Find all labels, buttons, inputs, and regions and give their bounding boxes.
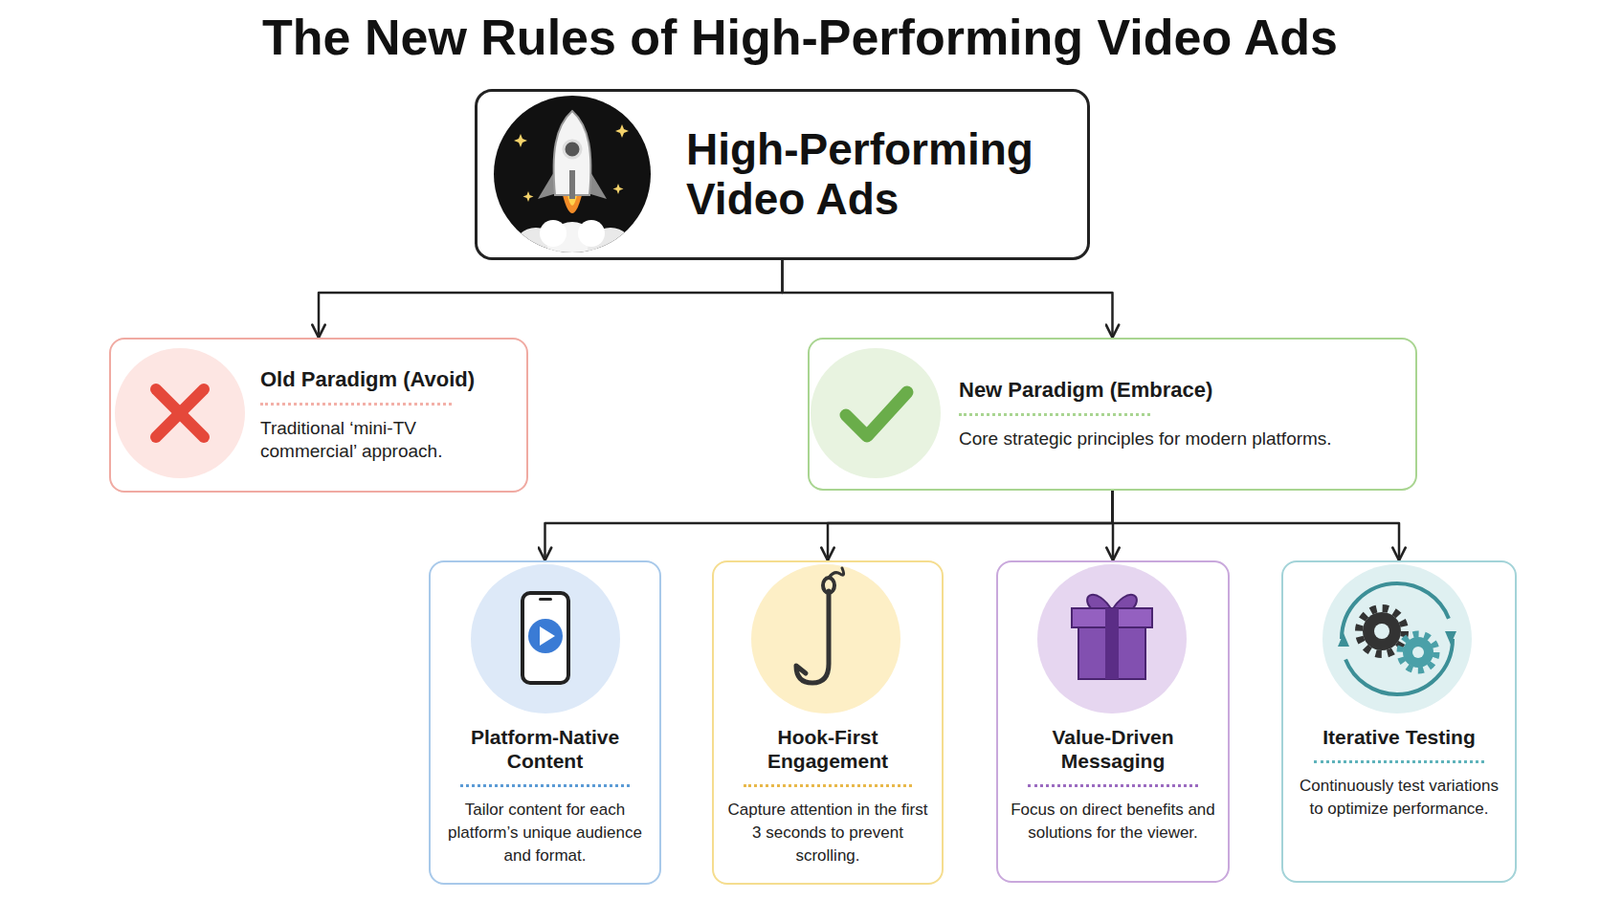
phone-icon-part xyxy=(539,626,556,646)
rocket-icon-part xyxy=(577,220,605,247)
gift-icon xyxy=(1037,564,1187,714)
diagram-title: The New Rules of High-Performing Video A… xyxy=(0,7,1600,67)
gears-icon-part xyxy=(1322,564,1472,714)
node-heading: New Paradigm (Embrace) xyxy=(958,377,1402,417)
principle-card: Iterative TestingContinuously test varia… xyxy=(1281,560,1517,884)
node-body: Traditional ‘mini-TV commercial’ approac… xyxy=(260,417,513,465)
node-body: Focus on direct benefits and solutions f… xyxy=(1009,799,1217,845)
hook-icon-part xyxy=(822,577,835,594)
connector-arrow xyxy=(318,260,783,338)
rocket-icon xyxy=(493,95,651,274)
node-heading: Value-Driven Messaging xyxy=(1009,725,1217,788)
main-box: High-Performing Video Ads xyxy=(474,88,1090,261)
node-heading: High-Performing Video Ads xyxy=(686,125,1064,224)
gears-icon-part xyxy=(1400,634,1437,671)
node-body: Tailor content for each platform’s uniqu… xyxy=(442,799,648,867)
connector-arrow xyxy=(827,490,1113,561)
rocket-icon-part xyxy=(613,183,624,195)
check-icon xyxy=(810,348,941,479)
node-heading: Platform-Native Content xyxy=(442,725,648,788)
hook-icon-part xyxy=(828,568,845,578)
cross-icon-part xyxy=(114,348,245,479)
gears-icon-part xyxy=(1341,583,1453,695)
paradigm-box: New Paradigm (Embrace) Core strategic pri… xyxy=(807,337,1418,491)
phone-icon-part xyxy=(522,593,569,684)
gears-icon xyxy=(1322,564,1472,714)
check-icon-part xyxy=(810,348,941,479)
rocket-icon-part xyxy=(569,170,576,200)
cross-icon-part xyxy=(155,389,204,438)
connector-arrow xyxy=(782,260,1113,338)
node-body: Capture attention in the first 3 seconds… xyxy=(725,799,931,867)
paradigm-box: Old Paradigm (Avoid) Traditional ‘mini-TV… xyxy=(109,337,529,493)
rocket-icon-part xyxy=(563,140,581,158)
connector-arrow xyxy=(545,490,1113,561)
rocket-icon-part xyxy=(513,133,528,148)
gears-icon-part xyxy=(1444,631,1457,645)
phone-icon-part xyxy=(528,619,563,654)
gift-icon-part xyxy=(1037,564,1187,714)
gears-icon-part xyxy=(1362,612,1401,651)
cross-icon-part xyxy=(155,389,204,438)
phone-icon-part xyxy=(538,598,553,601)
principle-card: Hook-First EngagementCapture attention i… xyxy=(711,560,944,886)
node-body: Continuously test variations to optimize… xyxy=(1294,775,1504,822)
phone-icon-part xyxy=(470,564,621,714)
node-body: Core strategic principles for modern pla… xyxy=(958,427,1402,452)
gears-icon-part xyxy=(1337,633,1350,647)
node-heading: Old Paradigm (Avoid) xyxy=(260,366,513,406)
hook-icon-part xyxy=(796,591,829,684)
hook-icon-part xyxy=(751,564,901,714)
hook-icon xyxy=(751,564,901,714)
phone-icon xyxy=(470,564,621,714)
rocket-icon-part xyxy=(523,191,534,202)
rocket-icon-part xyxy=(512,220,634,274)
cross-icon xyxy=(114,348,245,479)
gears-icon-part xyxy=(1412,646,1424,659)
rocket-icon-part xyxy=(539,220,567,247)
node-heading: Hook-First Engagement xyxy=(725,725,931,788)
principle-card: Value-Driven MessagingFocus on direct be… xyxy=(996,560,1230,884)
check-icon-part xyxy=(845,392,908,437)
gift-icon-part xyxy=(1105,608,1119,680)
principle-card: Platform-Native ContentTailor content fo… xyxy=(428,560,662,886)
node-heading: Iterative Testing xyxy=(1294,725,1504,764)
connector-arrow xyxy=(1112,490,1400,561)
rocket-icon-part xyxy=(615,124,629,138)
gears-icon-part xyxy=(1374,623,1390,640)
